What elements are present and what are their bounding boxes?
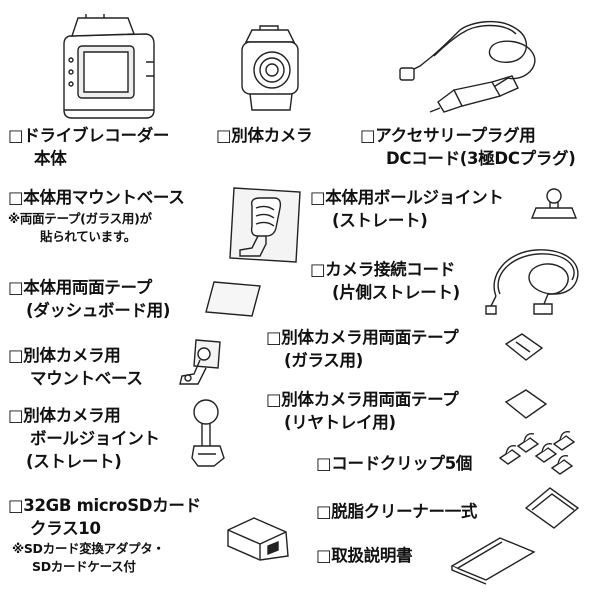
main-mount-note: ※両面テープ(ガラス用)が 貼られています。 [8, 210, 152, 246]
mount-base-icon [226, 186, 304, 266]
main-mount-note-line2: 貼られています。 [40, 229, 136, 244]
manual-label-line1: □取扱説明書 [316, 546, 413, 565]
sub-tape-rear-label-line1: □別体カメラ用両面テープ [266, 390, 459, 409]
cleaner-label-line1: □脱脂クリーナー一式 [316, 502, 478, 521]
manual-label: □取扱説明書 [316, 544, 413, 567]
sd-card-label-line2: クラス10 [30, 519, 101, 538]
recorder-label: □ドライブレコーダー 本体 [8, 124, 169, 170]
sub-tape-glass-label-line2: (ガラス用) [284, 351, 363, 370]
cleaner-pack-icon [524, 486, 580, 530]
sd-card-icon [226, 516, 292, 562]
dc-plug-cord-icon [400, 20, 550, 120]
cleaner-label: □脱脂クリーナー一式 [316, 500, 477, 523]
tape-icon [504, 332, 544, 364]
ball-joint-icon [184, 398, 232, 472]
sub-camera-label-line1: □別体カメラ [216, 126, 313, 145]
ball-joint-icon [532, 188, 576, 224]
main-ball-joint-label: □本体用ボールジョイント (ストレート) [310, 186, 504, 232]
main-ball-joint-label-line2: (ストレート) [332, 211, 428, 230]
sd-card-note: ※SDカード変換アダプタ・ SDカードケース付 [12, 540, 165, 576]
camera-cord-label-line2: (片側ストレート) [332, 283, 460, 302]
main-mount-label: □本体用マウントベース [8, 186, 185, 209]
sub-tape-glass-label-line1: □別体カメラ用両面テープ [266, 328, 459, 347]
sub-camera-icon [238, 26, 302, 114]
dashcam-icon [58, 14, 158, 124]
cord-clip-icon [496, 428, 586, 478]
sub-mount-icon [176, 338, 224, 390]
sub-ball-joint-label-line2: ボールジョイント [30, 429, 160, 448]
sub-tape-glass-label: □別体カメラ用両面テープ (ガラス用) [266, 326, 459, 372]
sub-camera-label: □別体カメラ [216, 124, 313, 147]
sub-ball-joint-label: □別体カメラ用 ボールジョイント (ストレート) [8, 404, 160, 473]
main-tape-label-line2: (ダッシュボード用) [26, 301, 171, 320]
camera-cord-label-line1: □カメラ接続コード [310, 260, 455, 279]
sd-card-label-line1: □32GB microSDカード [8, 496, 201, 515]
clips-label: □コードクリップ5個 [316, 452, 472, 475]
main-tape-label: □本体用両面テープ (ダッシュボード用) [8, 276, 170, 322]
main-mount-label-line1: □本体用マウントベース [8, 188, 185, 207]
sub-mount-label-line2: マウントベース [30, 369, 143, 388]
dc-cord-label: □アクセサリープラグ用 DCコード(3極DCプラグ) [360, 124, 576, 170]
sd-card-note-line2: SDカードケース付 [32, 559, 136, 574]
sub-mount-label-line1: □別体カメラ用 [8, 346, 121, 365]
main-mount-note-line1: ※両面テープ(ガラス用)が [8, 211, 152, 226]
sd-card-note-line1: ※SDカード変換アダプタ・ [12, 541, 165, 556]
recorder-label-line2: 本体 [34, 149, 67, 168]
sub-mount-label: □別体カメラ用 マウントベース [8, 344, 143, 390]
sub-ball-joint-label-line1: □別体カメラ用 [8, 406, 121, 425]
recorder-label-line1: □ドライブレコーダー [8, 126, 170, 145]
tape-icon [204, 280, 262, 318]
main-ball-joint-label-line1: □本体用ボールジョイント [310, 188, 504, 207]
sub-tape-rear-label-line2: (リヤトレイ用) [284, 413, 396, 432]
camera-cable-icon [486, 246, 586, 316]
clips-label-line1: □コードクリップ5個 [316, 454, 473, 473]
main-tape-label-line1: □本体用両面テープ [8, 278, 152, 297]
manual-icon [450, 536, 536, 582]
sub-ball-joint-label-line3: (ストレート) [26, 452, 122, 471]
sd-card-label: □32GB microSDカード クラス10 [8, 494, 201, 540]
camera-cord-label: □カメラ接続コード (片側ストレート) [310, 258, 460, 304]
dc-cord-label-line1: □アクセサリープラグ用 [360, 126, 536, 145]
dc-cord-label-line2: DCコード(3極DCプラグ) [386, 149, 576, 168]
tape-icon [504, 388, 548, 420]
sub-tape-rear-label: □別体カメラ用両面テープ (リヤトレイ用) [266, 388, 459, 434]
